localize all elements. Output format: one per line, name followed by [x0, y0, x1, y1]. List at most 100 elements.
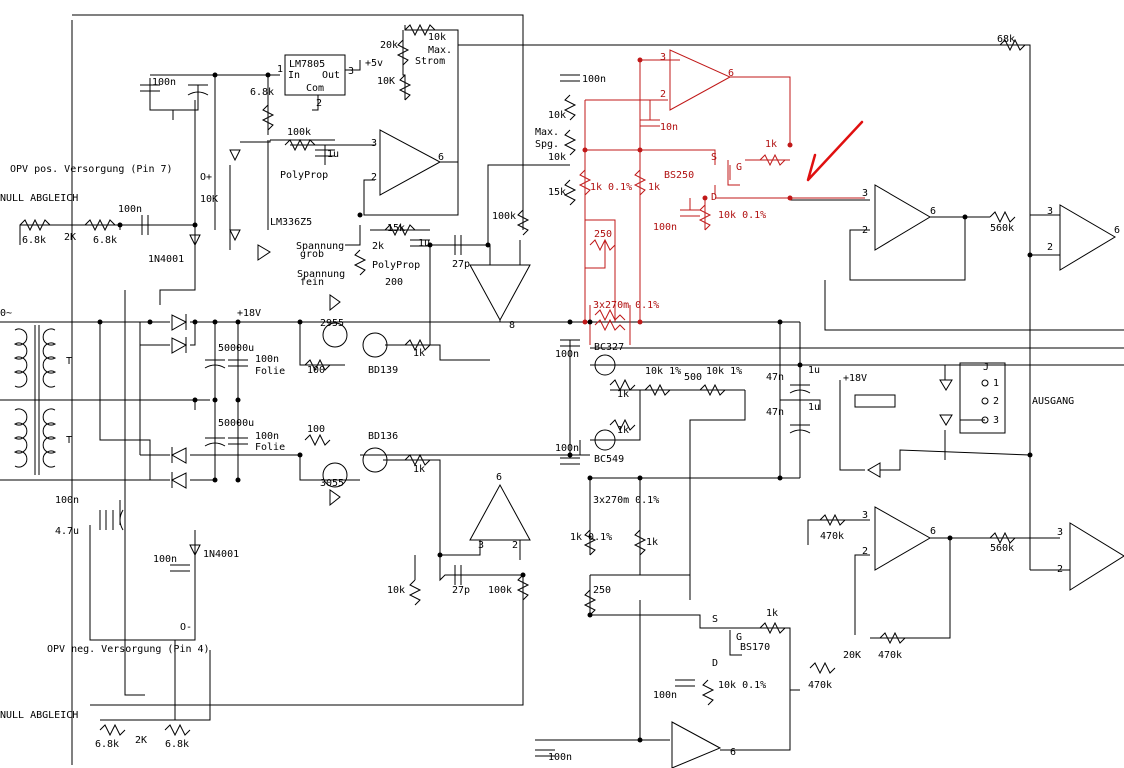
r10k-01-label: 10k 0.1%	[718, 680, 766, 691]
pin-label: 3	[348, 66, 354, 77]
c27p-label: 27p	[452, 259, 470, 270]
r500-label: 500	[684, 372, 702, 383]
r10k-label: 10k	[548, 152, 566, 163]
pin-label: 3	[1057, 527, 1063, 538]
pin-label: 3	[993, 415, 999, 426]
c100n-label: 100n	[153, 554, 177, 565]
pin-label: 2	[371, 172, 377, 183]
opv-neg-label: OPV neg. Versorgung (Pin 4)	[47, 644, 210, 655]
small-capacitors	[99, 74, 811, 757]
r6k8-label: 6.8k	[95, 739, 119, 750]
max-strom-label: Max.	[428, 45, 452, 56]
r470k-label: 470k	[878, 650, 902, 661]
red-modification	[584, 49, 865, 345]
r1k-label: 1k	[617, 425, 629, 436]
r6k8-label: 6.8k	[22, 235, 46, 246]
pin-label: 2	[316, 98, 322, 109]
pin-label: 2	[862, 546, 868, 557]
c100n-label: 100n	[118, 204, 142, 215]
pin-label: 2	[993, 396, 999, 407]
source-label: S	[711, 152, 717, 163]
r10k-label: 10k	[387, 585, 405, 596]
polyprop-label: PolyProp	[372, 260, 420, 271]
r1k-label: 1k	[617, 389, 629, 400]
pin-label: 3	[371, 138, 377, 149]
lm336-label: LM336Z5	[270, 217, 312, 228]
red-arrow-annotation	[806, 120, 864, 182]
r10k-1-label: 10k 1%	[645, 366, 681, 377]
r6k8-label: 6.8k	[165, 739, 189, 750]
bc327-label: BC327	[594, 342, 624, 353]
lm7805-in-label: In	[288, 70, 300, 81]
spannung-fein-label: Spannung	[297, 269, 345, 280]
c1u-label: 1u	[418, 238, 430, 249]
lm7805-label: LM7805	[289, 59, 325, 70]
ausgang-label: AUSGANG	[1032, 396, 1074, 407]
c100n-label: 100n	[653, 690, 677, 701]
folie-label: Folie	[255, 442, 285, 453]
r560k-label: 560k	[990, 223, 1014, 234]
plus18v-label: +18V	[237, 308, 261, 319]
transistors	[189, 149, 953, 656]
c10n-label: 10n	[660, 122, 678, 133]
c4u7-label: 4.7u	[55, 526, 79, 537]
pin-label: 3	[478, 540, 484, 551]
r2k-label: 2K	[64, 232, 76, 243]
r1k-01-label: 1k 0.1%	[590, 182, 632, 193]
pin-label: 6	[930, 526, 936, 537]
d3055-label: 3055	[320, 478, 344, 489]
pin-label: 6	[438, 152, 444, 163]
o-minus-label: O-	[180, 622, 192, 633]
ac-input-label: 0~	[0, 308, 12, 319]
pin-label: 3	[1047, 206, 1053, 217]
connector-j	[981, 379, 989, 424]
c50000-label: 50000u	[218, 418, 254, 429]
r3x270m-label: 3x270m 0.1%	[593, 300, 659, 311]
pin-label: 2	[660, 89, 666, 100]
r1k-label: 1k	[413, 348, 425, 359]
junctions	[97, 57, 1033, 743]
c27p-label: 27p	[452, 585, 470, 596]
r100-label: 100	[307, 424, 325, 435]
null-abgleich-label: NULL ABGLEICH	[0, 193, 78, 204]
labels: LM7805 In Out Com 1 2 3 +5v 10k 20k Max.…	[0, 32, 1120, 763]
r10k-01-label: 10k 0.1%	[718, 210, 766, 221]
c100n-label: 100n	[152, 77, 176, 88]
c47n-label: 47n	[766, 407, 784, 418]
d1n4001-label: 1N4001	[148, 254, 184, 265]
r250-label: 250	[594, 229, 612, 240]
r100k-label: 100k	[492, 211, 516, 222]
c100n-label: 100n	[55, 495, 79, 506]
wiring	[0, 14, 1124, 768]
bridge-diodes	[170, 314, 188, 489]
bc549-label: BC549	[594, 454, 624, 465]
pin-label: 6	[728, 68, 734, 79]
pin-label: 1	[993, 378, 999, 389]
r20k-label: 20K	[843, 650, 861, 661]
r20k-label: 20k	[380, 40, 398, 51]
pin-label: 2	[1047, 242, 1053, 253]
pin-label: 6	[496, 472, 502, 483]
r2k-label: 2k	[372, 241, 384, 252]
c100n-label: 100n	[582, 74, 606, 85]
lm7805-out-label: Out	[322, 70, 340, 81]
pin-label: 6	[1114, 225, 1120, 236]
spannung-fein-label: fein	[300, 277, 324, 288]
r560k-label: 560k	[990, 543, 1014, 554]
drain-label: D	[711, 192, 717, 203]
gate-label: G	[736, 162, 742, 173]
pin-label: 3	[660, 52, 666, 63]
transformer	[13, 325, 57, 475]
r68k-label: 68k	[997, 34, 1015, 45]
bs250-label: BS250	[664, 170, 694, 181]
c1u-label: 1u	[327, 149, 339, 160]
pin-label: 3	[862, 510, 868, 521]
connector-j-label: J	[983, 362, 989, 373]
polyprop-label: PolyProp	[280, 170, 328, 181]
o-plus-label: O+	[200, 172, 212, 183]
transformer-label: T	[66, 435, 72, 446]
r250-label: 250	[593, 585, 611, 596]
source-label: S	[712, 614, 718, 625]
r100k-label: 100k	[287, 127, 311, 138]
